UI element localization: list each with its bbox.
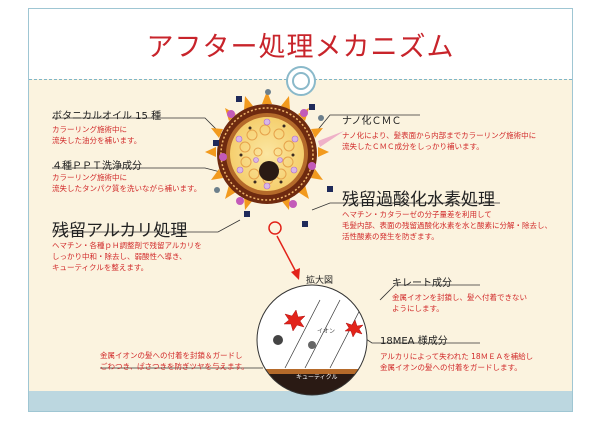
metal-line-2: ごわつき、ぱさつきを防ぎツヤを与えます。 bbox=[100, 362, 249, 371]
navy-squares bbox=[213, 96, 333, 227]
zoom-arrow bbox=[276, 235, 300, 280]
ppt-line-1: カラーリング施術中に bbox=[52, 173, 127, 182]
zoom-view bbox=[256, 284, 368, 396]
hair-cross-section bbox=[205, 89, 344, 235]
cuticle-label: キューティクル bbox=[296, 374, 338, 381]
chelate-line-2: ようにします。 bbox=[392, 304, 444, 313]
peroxide-line-3: 活性酸素の発生を防ぎます。 bbox=[342, 232, 439, 241]
chelate-line-1: 金属イオンを封鎖し、髪へ付着できない bbox=[392, 293, 527, 302]
peroxide-title: 残留過酸化水素処理 bbox=[342, 190, 495, 210]
botanical-line-1: カラーリング施術中に bbox=[52, 125, 127, 134]
nano-line-1: ナノ化により、髪表面から内部までカラーリング施術中に bbox=[342, 131, 537, 140]
grey-dots bbox=[214, 89, 324, 193]
mea-title: 18MEA 様成分 bbox=[380, 336, 448, 347]
ring-ornament-icon bbox=[286, 66, 316, 96]
alkali-line-1: ヘマチン・各種ｐＨ調整剤で残留アルカリを bbox=[52, 241, 202, 250]
chelate-title: キレート成分 bbox=[392, 278, 452, 289]
mea-line-2: 金属イオンの髪への付着をガードします。 bbox=[380, 363, 522, 372]
footer-band bbox=[29, 391, 572, 411]
peroxide-line-2: 毛髪内部、表面の残留過酸化水素を水と酸素に分解・除去し、 bbox=[342, 221, 552, 230]
ppt-line-2: 流失したタンパク質を洗いながら補います。 bbox=[52, 184, 202, 193]
pink-ions bbox=[219, 109, 316, 208]
alkali-title: 残留アルカリ処理 bbox=[52, 221, 188, 241]
botanical-line-2: 流失した油分を補います。 bbox=[52, 136, 142, 145]
alkali-line-3: キューティクルを整えます。 bbox=[52, 263, 149, 272]
nano-line-2: 流失したＣＭＣ成分をしっかり補います。 bbox=[342, 142, 484, 151]
mea-line-1: アルカリによって失われた 18ＭＥＡを補給し bbox=[380, 352, 534, 361]
medulla bbox=[259, 161, 279, 181]
cmc-pink-arrow bbox=[318, 131, 344, 147]
alkali-line-2: しっかり中和・除去し、弱酸性へ導き、 bbox=[52, 252, 187, 261]
page-title: アフター処理メカニズム bbox=[146, 32, 455, 63]
zoom-title: 拡大図 bbox=[306, 276, 334, 286]
zoom-target-ring bbox=[268, 221, 282, 235]
ppt-title: ４種ＰＰＴ洗浄成分 bbox=[52, 161, 142, 172]
pigment-dots bbox=[239, 124, 295, 184]
botanical-title: ボタニカルオイル 15 種 bbox=[52, 111, 162, 122]
ion-label: イオン bbox=[317, 328, 336, 335]
nano-title: ナノ化ＣＭＣ bbox=[342, 116, 402, 127]
cmc-dots bbox=[235, 118, 299, 190]
peroxide-line-1: ヘマチン・カタラーゼの分子量差を利用して bbox=[342, 210, 492, 219]
metal-line-1: 金属イオンの髪への付着を封鎖＆ガードし bbox=[100, 351, 243, 360]
